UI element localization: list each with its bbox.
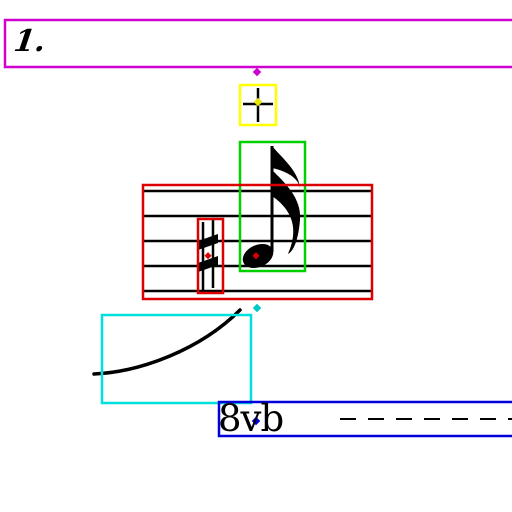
ornament-bounding-box (238, 83, 278, 127)
octave-marking: 8vb (218, 397, 284, 440)
slur-curve (92, 308, 242, 376)
sharp-icon (198, 218, 218, 292)
slur-center-marker (252, 303, 262, 313)
octave-center-marker (251, 416, 261, 426)
accidental-bounding-box (196, 217, 225, 295)
octave-bounding-box (217, 400, 512, 438)
volta-bounding-box (3, 18, 512, 69)
volta-center-marker (252, 67, 262, 77)
accidental-center-marker (204, 252, 212, 260)
center-markers (204, 67, 263, 426)
volta-label: 1. (11, 24, 48, 59)
note-center-marker (252, 252, 260, 260)
staff (144, 189, 371, 293)
ornament-center-marker (253, 97, 263, 107)
note-bounding-box (238, 140, 307, 273)
slur-bounding-box (100, 313, 253, 405)
sixteenth-note-icon (242, 146, 301, 269)
staff-bounding-box (141, 183, 374, 301)
